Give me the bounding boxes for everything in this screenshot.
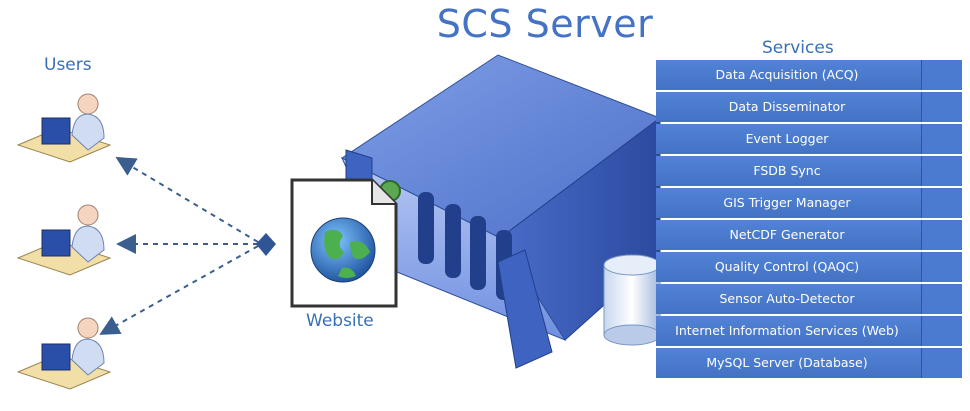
service-item: Quality Control (QAQC)	[656, 252, 962, 282]
service-end-cap	[921, 220, 962, 250]
service-end-cap	[921, 156, 962, 186]
service-end-cap	[921, 284, 962, 314]
service-item: Data Acquisition (ACQ)	[656, 60, 962, 90]
service-end-cap	[921, 60, 962, 90]
service-item: GIS Trigger Manager	[656, 188, 962, 218]
connection-hub	[256, 233, 276, 256]
user-workstation-2	[16, 204, 112, 276]
database-icon	[603, 254, 661, 346]
service-label: Data Acquisition (ACQ)	[715, 67, 859, 82]
service-label: Internet Information Services (Web)	[675, 323, 899, 338]
service-end-cap	[921, 252, 962, 282]
website-label: Website	[306, 311, 374, 331]
website-document-icon	[290, 178, 398, 308]
service-end-cap	[921, 124, 962, 154]
services-label: Services	[762, 38, 834, 58]
service-label: Event Logger	[745, 131, 829, 146]
connections	[99, 156, 259, 335]
service-end-cap	[921, 92, 962, 122]
service-item: FSDB Sync	[656, 156, 962, 186]
service-item: MySQL Server (Database)	[656, 348, 962, 378]
users-label: Users	[44, 55, 92, 75]
server-icon	[340, 54, 662, 369]
service-label: MySQL Server (Database)	[706, 355, 868, 370]
service-end-cap	[921, 316, 962, 346]
service-label: FSDB Sync	[753, 163, 821, 178]
service-label: GIS Trigger Manager	[723, 195, 851, 210]
service-label: Data Disseminator	[728, 99, 846, 114]
service-label: Quality Control (QAQC)	[714, 259, 860, 274]
service-end-cap	[921, 188, 962, 218]
service-label: NetCDF Generator	[729, 227, 845, 242]
services-list: Data Acquisition (ACQ) Data Disseminator…	[656, 60, 962, 380]
service-item: Data Disseminator	[656, 92, 962, 122]
service-item: Sensor Auto-Detector	[656, 284, 962, 314]
page-title: SCS Server	[436, 2, 654, 46]
service-label: Sensor Auto-Detector	[719, 291, 855, 306]
service-item: NetCDF Generator	[656, 220, 962, 250]
service-item: Event Logger	[656, 124, 962, 154]
service-end-cap	[921, 348, 962, 378]
user-workstation-3	[16, 317, 112, 390]
user-workstation-1	[16, 93, 112, 163]
service-item: Internet Information Services (Web)	[656, 316, 962, 346]
